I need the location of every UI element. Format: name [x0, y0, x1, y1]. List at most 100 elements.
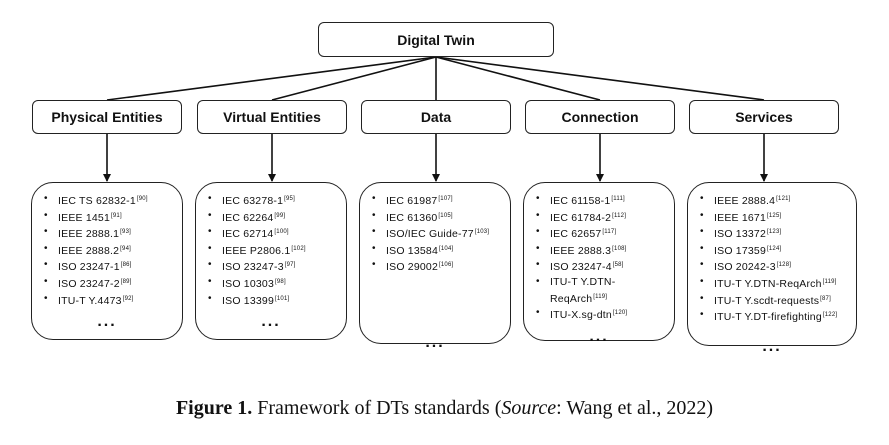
category-node-physical-entities: Physical Entities — [32, 100, 182, 134]
standard-reference: [111] — [611, 196, 625, 202]
standard-reference: [105] — [438, 212, 453, 219]
standard-name: ISO/IEC Guide-77 — [386, 228, 474, 241]
ellipsis: ... — [97, 313, 117, 330]
standard-item: ITU-T Y.scdt-requests[87] — [700, 292, 846, 309]
standard-reference: [108] — [612, 245, 627, 252]
standard-name: ITU-T Y.DTN-ReqArch — [714, 277, 822, 290]
standard-item: IEEE 2888.3[108] — [536, 242, 664, 259]
connector-root-to-category — [435, 56, 601, 101]
standard-item: ISO 20242-3[128] — [700, 258, 846, 275]
standard-name: IEEE 2888.3 — [550, 244, 612, 257]
standard-reference: [122] — [822, 312, 838, 319]
standard-name: ISO 23247-1 — [58, 261, 120, 274]
standard-name: IEEE 1451 — [58, 211, 111, 224]
standard-item: ITU-T Y.DT-firefighting[122] — [700, 308, 846, 325]
standard-reference: [102] — [291, 245, 306, 252]
standards-list: IEEE 2888.4[121]IEEE 1671[125]ISO 13372[… — [700, 192, 846, 325]
standard-name: ISO 29002 — [386, 261, 439, 274]
standard-item: ITU-T Y.DTN-ReqArch[119] — [700, 275, 846, 292]
standard-item: ITU-X.sg-dtn[120] — [536, 306, 664, 323]
category-label: Physical Entities — [51, 109, 163, 125]
standard-reference: [92] — [122, 295, 134, 302]
standard-reference: [89] — [120, 278, 132, 285]
ellipsis: ... — [762, 338, 782, 355]
standard-item: ISO 10303[98] — [208, 275, 336, 292]
standard-item: ITU-T Y.DTN-ReqArch[119] — [536, 275, 664, 306]
standard-item: IEC 62264[99] — [208, 209, 336, 226]
standards-box-virtual-entities: IEC 63278-1[95]IEC 62264[99]IEC 62714[10… — [195, 182, 347, 340]
category-label: Connection — [561, 109, 639, 125]
standard-name: IEC 61784-2 — [550, 211, 612, 224]
standard-name: ISO 23247-4 — [550, 261, 612, 274]
standard-name: ISO 13399 — [222, 294, 275, 307]
standard-name: IEEE 1671 — [714, 211, 767, 224]
standard-item: IEEE P2806.1[102] — [208, 242, 336, 259]
root-label: Digital Twin — [397, 31, 475, 48]
standard-item: IEEE 2888.1[93] — [44, 225, 172, 242]
standards-list: IEC 61158-1[111]IEC 61784-2[112]IEC 6265… — [536, 192, 664, 323]
standard-item: IEC 61158-1[111] — [536, 192, 664, 209]
standard-item: ISO 23247-3[97] — [208, 258, 336, 275]
standard-reference: [100] — [274, 229, 289, 236]
standard-reference: [86] — [120, 262, 132, 269]
caption-text: Framework of DTs standards ( — [252, 397, 502, 419]
standard-item: ISO 23247-4[58] — [536, 258, 664, 275]
standard-name: IEC 61987 — [386, 195, 438, 207]
standard-reference: [107] — [438, 196, 453, 202]
standard-item: IEC 62657[117] — [536, 225, 664, 242]
standard-name: IEEE 2888.1 — [58, 228, 120, 241]
standards-box-physical-entities: IEC TS 62832-1[90] IEEE 1451[91] IEEE 2888… — [31, 182, 183, 340]
standard-item: IEC 61784-2[112] — [536, 209, 664, 226]
standard-reference: [117] — [602, 229, 617, 236]
standard-reference: [120] — [612, 310, 628, 317]
standard-name: ISO 17359 — [714, 244, 767, 257]
standard-reference: [119] — [822, 278, 837, 285]
standard-item: IEC 61360[105] — [372, 209, 500, 226]
standard-reference: [119] — [593, 293, 608, 300]
standard-reference: [125] — [767, 212, 782, 219]
standards-list: IEC 61987[107]IEC 61360[105]ISO/IEC Guid… — [372, 192, 500, 275]
standard-name: ISO 20242-3 — [714, 261, 776, 274]
standard-reference: [128] — [776, 262, 792, 269]
root-node-digital-twin: Digital Twin — [318, 22, 554, 57]
standard-name: IEC 62714 — [222, 228, 274, 241]
standard-item: IEC 61987[107] — [372, 192, 500, 209]
standards-box-services: IEEE 2888.4[121]IEEE 1671[125]ISO 13372[… — [687, 182, 857, 355]
category-label: Data — [420, 109, 452, 125]
category-node-virtual-entities: Virtual Entities — [197, 100, 347, 134]
connector-root-to-category — [106, 56, 437, 101]
standard-name: IEC 63278-1 — [222, 195, 284, 207]
standard-reference: [95] — [284, 196, 295, 202]
standards-box-connection: IEC 61158-1[111]IEC 61784-2[112]IEC 6265… — [523, 182, 675, 345]
standard-name: ISO 10303 — [222, 277, 275, 290]
standard-item: ISO 23247-1[86] — [44, 258, 172, 275]
standard-reference: [90] — [136, 196, 148, 202]
standard-reference: [106] — [439, 262, 454, 269]
standard-name: ISO 13584 — [386, 244, 439, 257]
standard-reference: [124] — [767, 245, 782, 252]
standard-reference: [99] — [274, 212, 286, 219]
standard-reference: [97] — [284, 262, 296, 269]
standard-item: IEC 62714[100] — [208, 225, 336, 242]
standard-reference: [58] — [612, 262, 624, 269]
standard-item: ISO 17359[124] — [700, 242, 846, 259]
standards-list: IEC 63278-1[95]IEC 62264[99]IEC 62714[10… — [208, 192, 336, 308]
standard-name: ITU-T Y.scdt-requests — [714, 294, 820, 307]
standard-item: IEEE 1671[125] — [700, 209, 846, 226]
caption-source-word: Source — [501, 397, 557, 419]
standard-reference: [101] — [275, 295, 290, 302]
standard-item: ISO 23247-2[89] — [44, 275, 172, 292]
standard-reference: [104] — [439, 245, 454, 252]
standard-item: ISO 29002[106] — [372, 258, 500, 275]
standard-name: IEC TS 62832-1 — [58, 195, 136, 207]
standard-item: IEEE 2888.4[121] — [700, 192, 846, 209]
standard-reference: [94] — [120, 245, 131, 252]
connector-root-to-category — [435, 56, 765, 101]
caption-figure-number: Figure 1. — [175, 397, 253, 419]
standard-reference: [123] — [767, 229, 782, 236]
caption-source-rest: : Wang et al., 2022) — [556, 397, 714, 419]
standard-reference: [91] — [111, 212, 122, 219]
standard-reference: [93] — [120, 229, 131, 236]
